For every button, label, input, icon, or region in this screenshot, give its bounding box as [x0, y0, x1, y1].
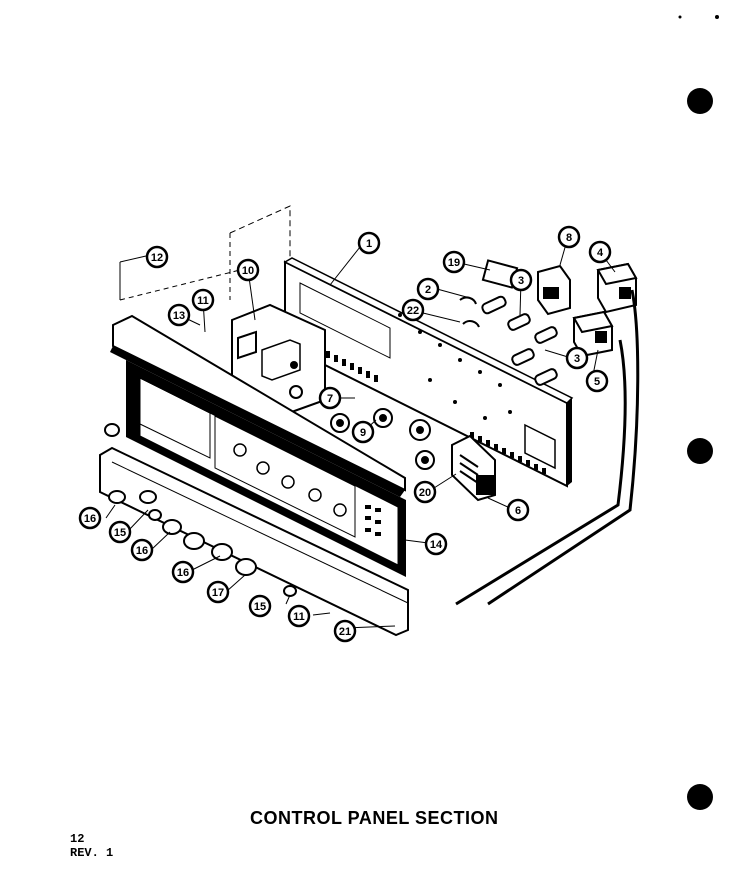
callout: 17 — [206, 580, 230, 604]
revision-label: REV. 1 — [70, 846, 114, 860]
callout-label: 11 — [197, 295, 209, 307]
callout-label: 14 — [430, 539, 443, 551]
callout-label: 8 — [566, 232, 572, 244]
callout-label: 16 — [177, 567, 189, 579]
callout: 15 — [248, 594, 272, 618]
bottom-trim — [99, 446, 409, 637]
callout: 5 — [585, 369, 609, 393]
callout: 16 — [78, 506, 102, 530]
callout-label: 2 — [425, 284, 431, 296]
callout: 1 — [357, 231, 381, 255]
wire-harness — [455, 289, 640, 606]
callout: 6 — [506, 498, 530, 522]
callout: 8 — [557, 225, 581, 249]
page-number: 12 — [70, 832, 85, 846]
callout: 10 — [236, 258, 260, 282]
callout-label: 6 — [515, 505, 521, 517]
diagram-caption: CONTROL PANEL SECTION — [250, 808, 499, 828]
callout: 22 — [401, 298, 425, 322]
callout-label: 17 — [212, 587, 224, 599]
callout-label: 20 — [419, 487, 431, 499]
relay-block — [451, 434, 496, 502]
back-panel — [283, 257, 574, 488]
front-panel — [126, 360, 406, 577]
callout-label: 21 — [339, 626, 351, 638]
callout-label: 13 — [173, 310, 185, 322]
top-trim — [110, 314, 406, 497]
callout-label: 5 — [594, 376, 600, 388]
callout: 11 — [287, 604, 311, 628]
callout-label: 11 — [293, 611, 305, 623]
callout: 2 — [416, 277, 440, 301]
spacer-rings — [330, 408, 435, 470]
callout-label: 16 — [136, 545, 148, 557]
callouts: 1 2 3 3 4 5 6 — [78, 225, 612, 643]
callout-label: 15 — [254, 601, 266, 613]
callout: 13 — [167, 303, 191, 327]
callout: 9 — [351, 420, 375, 444]
callout-label: 4 — [597, 247, 604, 259]
callout-label: 3 — [574, 353, 580, 365]
callout: 4 — [588, 240, 612, 264]
infinite-switches — [537, 262, 638, 358]
reference-lines — [119, 205, 291, 301]
callout-label: 16 — [84, 513, 96, 525]
callout-label: 9 — [360, 427, 366, 439]
callout: 3 — [565, 346, 589, 370]
callout: 19 — [442, 250, 466, 274]
callout-label: 22 — [407, 305, 419, 317]
callout-label: 12 — [151, 252, 163, 264]
callout: 14 — [424, 532, 448, 556]
callout: 11 — [191, 288, 215, 312]
callout-label: 10 — [242, 265, 254, 277]
callout: 7 — [318, 386, 342, 410]
callout-label: 3 — [518, 275, 524, 287]
binder-holes — [678, 15, 719, 810]
callout-label: 7 — [327, 393, 333, 405]
callout: 21 — [333, 619, 357, 643]
callout: 16 — [130, 538, 154, 562]
callout-label: 1 — [366, 238, 372, 250]
callout: 15 — [108, 520, 132, 544]
callout-label: 19 — [448, 257, 460, 269]
callout: 3 — [509, 268, 533, 292]
callout: 20 — [413, 480, 437, 504]
callout-label: 15 — [114, 527, 126, 539]
page-footer: 12 REV. 1 — [70, 832, 113, 860]
callout: 12 — [145, 245, 169, 269]
indicator-lights — [459, 259, 558, 386]
knobs — [104, 423, 297, 597]
callout: 16 — [171, 560, 195, 584]
